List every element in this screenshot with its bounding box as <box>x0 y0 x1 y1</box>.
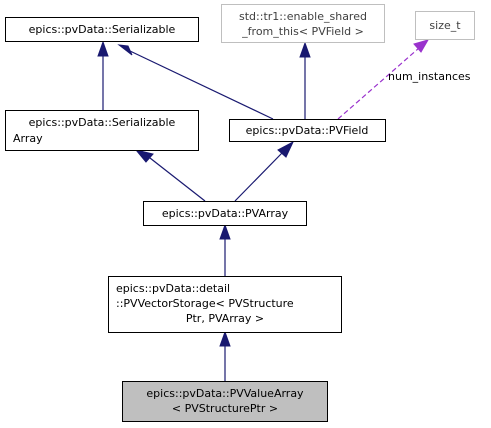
node-size-t[interactable]: size_t <box>415 11 475 40</box>
edge-serializablearray-to-serializable <box>97 40 109 110</box>
node-pvarray-label: epics::pvData::PVArray <box>162 207 289 220</box>
node-enable-shared-label-line1: std::tr1::enable_shared <box>239 10 367 23</box>
node-enable-shared-from-this[interactable]: std::tr1::enable_shared _from_this< PVFi… <box>221 4 385 43</box>
edge-pvarray-to-pvfield <box>234 140 295 202</box>
node-pvvectorstorage-label-line3: Ptr, PVArray > <box>186 312 264 325</box>
node-serializable-label: epics::pvData::Serializable <box>29 23 176 36</box>
node-serializable-array-label-line2: Array <box>13 132 43 145</box>
node-size-t-label: size_t <box>429 19 461 32</box>
edge-label-num-instances: num_instances <box>388 70 471 83</box>
edge-pvarray-to-serializablearray <box>134 149 206 202</box>
node-pvvectorstorage-label-line1: epics::pvData::detail <box>116 282 230 295</box>
node-pvvaluearray-label-line1: epics::pvData::PVValueArray <box>146 387 304 400</box>
node-pvvaluearray[interactable]: epics::pvData::PVValueArray < PVStructur… <box>122 381 328 422</box>
node-pvfield-label: epics::pvData::PVField <box>246 124 369 137</box>
node-pvvectorstorage-label-line2: ::PVVectorStorage< PVStructure <box>116 297 294 310</box>
node-serializable-array[interactable]: epics::pvData::Serializable Array <box>5 110 199 151</box>
node-pvvectorstorage[interactable]: epics::pvData::detail ::PVVectorStorage<… <box>108 276 342 333</box>
node-pvfield[interactable]: epics::pvData::PVField <box>229 119 386 142</box>
node-pvarray[interactable]: epics::pvData::PVArray <box>143 201 307 226</box>
node-serializable[interactable]: epics::pvData::Serializable <box>5 17 199 42</box>
edges: num_instances <box>97 39 471 381</box>
nodes: epics::pvData::Serializable std::tr1::en… <box>5 4 475 422</box>
node-pvvaluearray-label-line2: < PVStructurePtr > <box>172 402 278 415</box>
edge-pvfield-to-enable-shared <box>299 41 311 119</box>
node-enable-shared-label-line2: _from_this< PVField > <box>241 25 364 38</box>
edge-num-instances-size-t: num_instances <box>337 39 471 120</box>
edge-pvfield-to-serializable <box>117 44 274 120</box>
edge-pvvaluearray-to-pvvectorstorage <box>219 330 231 381</box>
node-serializable-array-label-line1: epics::pvData::Serializable <box>29 116 176 129</box>
edge-pvvectorstorage-to-pvarray <box>219 223 231 276</box>
